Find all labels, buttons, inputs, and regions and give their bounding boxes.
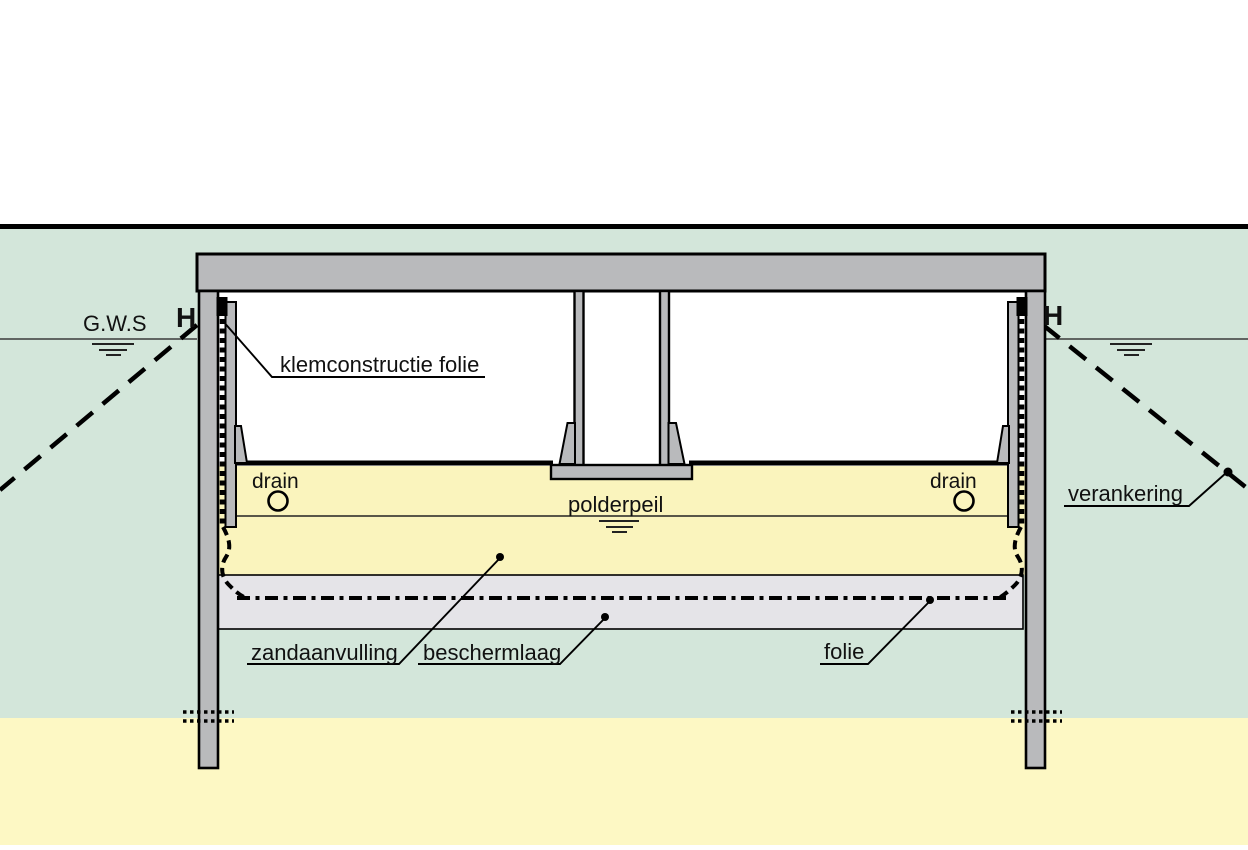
label-folie: folie xyxy=(824,639,864,664)
diaphragm-wall-left xyxy=(197,289,220,770)
wall-break-marks-left xyxy=(183,710,234,723)
concrete-deck xyxy=(195,252,1047,293)
leader-dot-beschermlaag xyxy=(601,613,609,621)
leader-zandaanvulling xyxy=(247,557,501,665)
drain-circle-right xyxy=(953,490,975,512)
label-polderpeil: polderpeil xyxy=(568,492,663,517)
water-symbol-left xyxy=(92,343,134,356)
anchor-head-symbol-left: H xyxy=(176,302,196,333)
label-beschermlaag: beschermlaag xyxy=(423,640,561,665)
wall-break-marks-right xyxy=(1011,710,1062,723)
foil-curl-right xyxy=(997,526,1024,600)
label-verankering: verankering xyxy=(1068,481,1183,506)
water-symbol-right xyxy=(1110,343,1152,356)
leader-verankering xyxy=(1064,472,1227,507)
anchor-head-symbol-right: H xyxy=(1043,300,1063,331)
drain-circle-left xyxy=(267,490,289,512)
wedge-wall-right xyxy=(995,425,1010,464)
leader-beschermlaag xyxy=(418,617,606,665)
foil-curl-left xyxy=(220,526,245,599)
excavation-interior xyxy=(216,291,1028,466)
clamp-bar-right xyxy=(1007,301,1020,528)
leader-folie xyxy=(820,600,931,665)
column-footing-pad xyxy=(549,463,694,481)
anchor-rod-right xyxy=(1041,323,1248,491)
label-drain-right: drain xyxy=(930,470,977,493)
protection-layer xyxy=(216,574,1024,630)
foil-clamp-left xyxy=(216,297,228,316)
label-zandaanvulling: zandaanvulling xyxy=(251,640,398,665)
deep-sand-layer xyxy=(0,718,1248,845)
diaphragm-wall-right xyxy=(1024,289,1047,770)
water-symbol-polder xyxy=(599,520,639,533)
leader-dot-zandaanvulling xyxy=(496,553,504,561)
label-drain-left: drain xyxy=(252,470,299,493)
label-klemconstructie-folie: klemconstructie folie xyxy=(280,352,479,377)
foil-clamp-right xyxy=(1016,297,1028,316)
leader-klemconstructie xyxy=(221,319,485,378)
anchor-rod-left xyxy=(0,323,199,492)
clamp-bar-left xyxy=(224,301,237,528)
label-gws: G.W.S xyxy=(83,311,147,336)
leader-lines xyxy=(221,319,1227,665)
leader-dot-folie xyxy=(926,596,934,604)
wedge-wall-left xyxy=(234,425,249,464)
